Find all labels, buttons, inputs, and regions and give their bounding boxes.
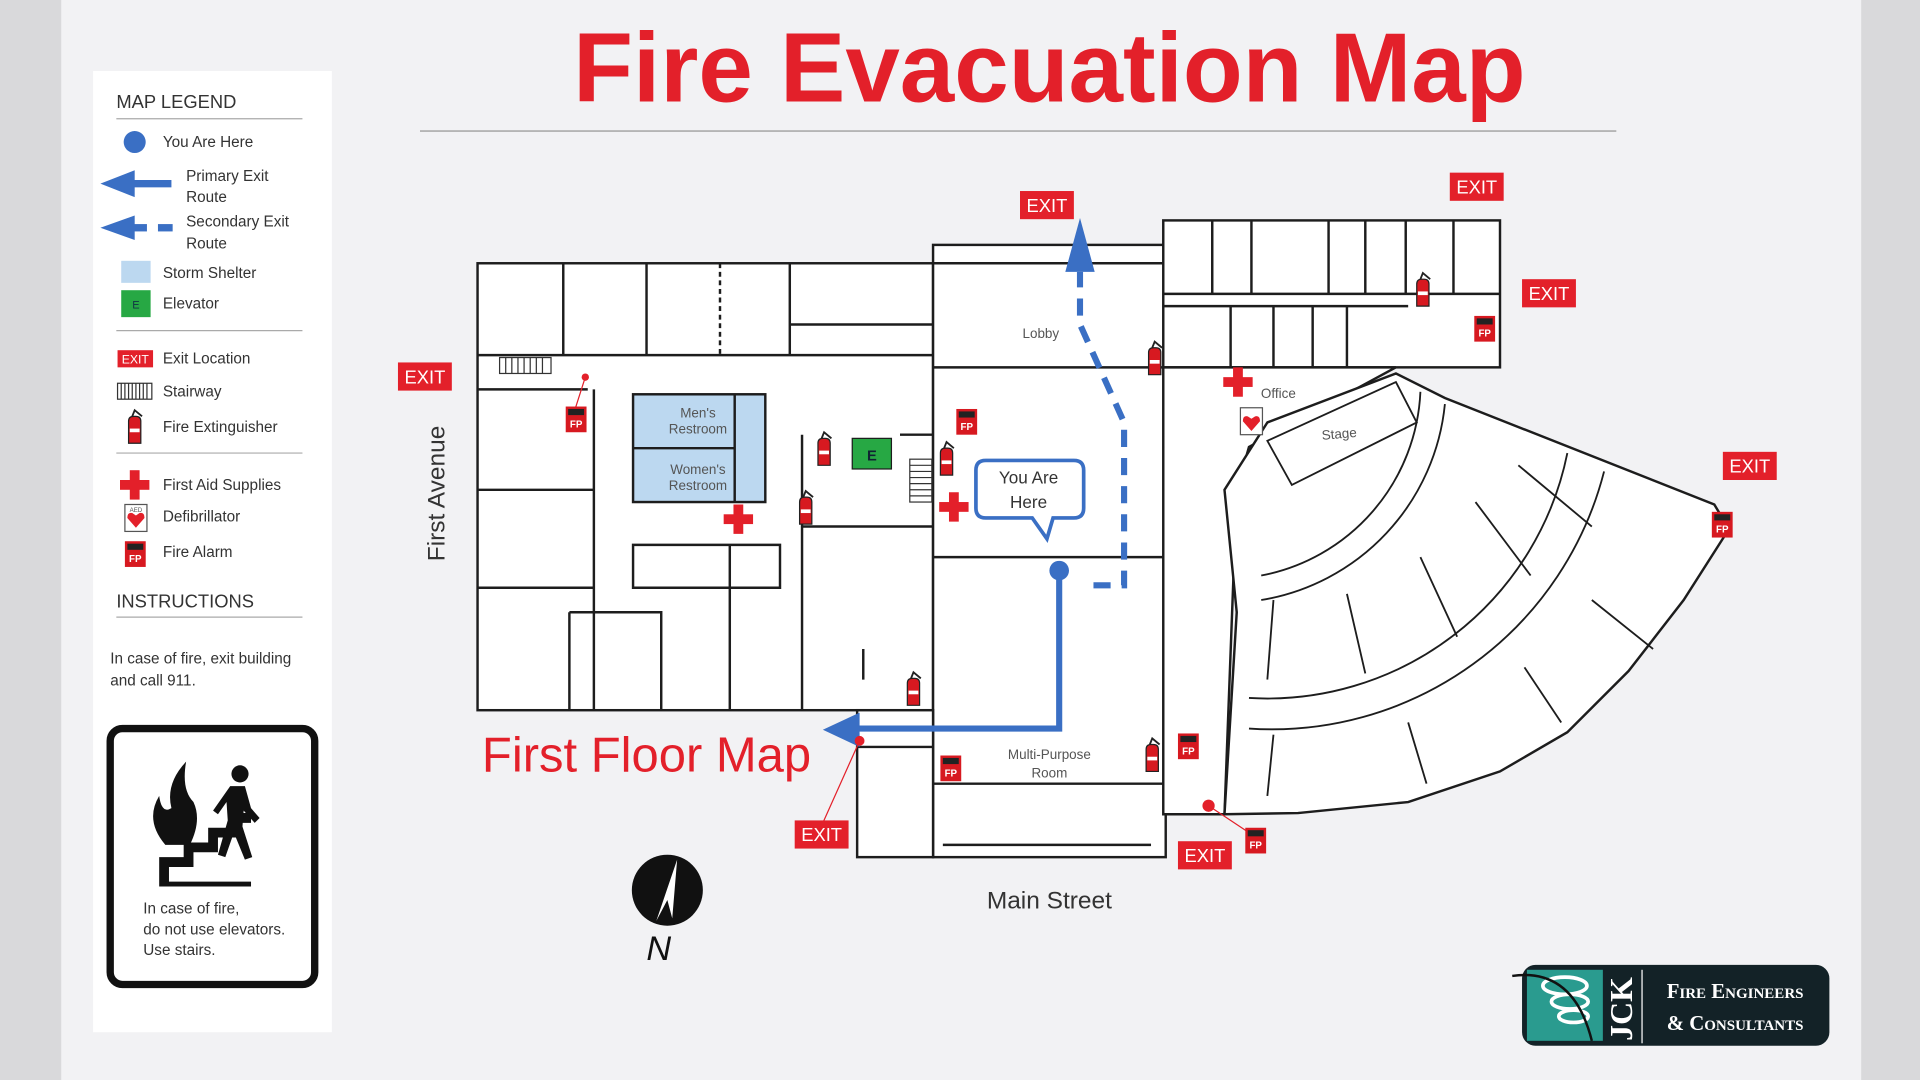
svg-text:Here: Here	[1010, 492, 1047, 512]
svg-text:Restroom: Restroom	[669, 478, 727, 493]
company-logo: JCK Fire Engineers & Consultants	[1512, 964, 1830, 1046]
you-are-here-callout: You Are Here	[974, 458, 1086, 543]
exit-badge-south: EXIT	[1177, 841, 1232, 870]
stairway-icon	[116, 382, 153, 400]
instructions-text: and call 911.	[110, 673, 196, 690]
legend-label: First Aid Supplies	[163, 477, 282, 494]
elevator: E	[851, 437, 893, 470]
exit-badge-southwest: EXIT	[794, 820, 849, 849]
svg-text:JCK: JCK	[1604, 977, 1639, 1041]
svg-text:EXIT: EXIT	[1729, 456, 1770, 477]
map-legend: MAP LEGEND You Are Here Primary Exit Rou…	[93, 71, 332, 1033]
primary-exit-route	[822, 570, 1063, 747]
secondary-exit-arrow-icon	[100, 215, 173, 240]
svg-text:EXIT: EXIT	[1456, 176, 1497, 197]
svg-text:N: N	[646, 930, 671, 968]
secondary-exit-route	[1065, 217, 1128, 589]
svg-text:EXIT: EXIT	[404, 366, 445, 387]
fire-alarm-icon	[1711, 511, 1733, 538]
legend-label: Primary Exit	[186, 168, 269, 185]
you-are-here-marker	[1049, 560, 1069, 581]
legend-heading: MAP LEGEND	[116, 91, 236, 112]
route-arrowhead-icon	[822, 712, 860, 747]
svg-text:EXIT: EXIT	[122, 353, 150, 367]
person-walking-icon	[213, 765, 260, 860]
legend-label: You Are Here	[163, 134, 253, 151]
fire-alarm-icon	[565, 406, 587, 433]
legend-label: Route	[186, 236, 227, 253]
fire-alarm-icon	[1177, 733, 1199, 760]
room-label-office: Office	[1261, 386, 1296, 401]
defibrillator-icon: AED	[124, 503, 148, 533]
primary-exit-arrow-icon	[100, 170, 172, 198]
north-compass-icon: N	[631, 854, 703, 968]
floor-plan: Men's Restroom Women's Restroom E Lobby …	[476, 219, 1731, 859]
fire-alarm-icon	[1474, 315, 1496, 342]
exit-badge-northeast: EXIT	[1449, 172, 1504, 201]
instructions-heading: INSTRUCTIONS	[116, 590, 254, 611]
svg-text:In case of fire,: In case of fire,	[143, 900, 239, 917]
svg-text:Use stairs.: Use stairs.	[143, 942, 215, 959]
legend-label: Route	[186, 189, 227, 206]
storm-shelter-swatch-icon	[121, 260, 151, 283]
legend-label: Elevator	[163, 296, 219, 313]
exit-badge-north: EXIT	[1020, 191, 1074, 220]
stairway-icon	[498, 356, 552, 375]
legend-label: Exit Location	[163, 351, 251, 368]
svg-text:EXIT: EXIT	[1184, 845, 1225, 866]
legend-label: Stairway	[163, 384, 222, 401]
floor-map-subtitle: First Floor Map	[482, 728, 811, 782]
svg-text:EXIT: EXIT	[1529, 283, 1570, 304]
legend-label: Fire Extinguisher	[163, 419, 278, 436]
fire-alarm-icon	[124, 541, 146, 567]
svg-text:EXIT: EXIT	[801, 824, 842, 845]
route-arrowhead-icon	[1065, 217, 1095, 272]
legend-label: Secondary Exit	[186, 214, 290, 231]
svg-text:EXIT: EXIT	[1027, 195, 1068, 216]
svg-text:E: E	[132, 300, 139, 312]
svg-text:Restroom: Restroom	[669, 421, 727, 436]
room-label-lobby: Lobby	[1022, 326, 1059, 341]
fire-alarm-icon	[1245, 827, 1267, 854]
svg-text:AED: AED	[130, 507, 143, 514]
street-label-first-avenue: First Avenue	[423, 426, 450, 562]
flame-icon	[153, 761, 197, 845]
fire-alarm-icon	[940, 755, 962, 782]
fire-alarm-icon	[956, 408, 978, 435]
svg-text:E: E	[867, 448, 877, 464]
stairway-icon	[909, 458, 933, 503]
you-are-here-dot-icon	[123, 131, 146, 154]
svg-text:Fire Engineers: Fire Engineers	[1667, 979, 1804, 1003]
right-frame-strip	[1861, 0, 1920, 1080]
left-frame-strip	[0, 0, 62, 1080]
elevator-icon: E	[121, 290, 151, 318]
room-label-multipurpose: Multi-Purpose	[1008, 747, 1091, 762]
legend-label: Defibrillator	[163, 509, 240, 526]
exit-badge-east: EXIT	[1722, 451, 1777, 480]
exit-badge-west: EXIT	[397, 362, 452, 391]
svg-text:do not use elevators.: do not use elevators.	[143, 921, 285, 938]
legend-label: Fire Alarm	[163, 544, 233, 561]
svg-text:Men's: Men's	[680, 406, 716, 421]
room-label-multipurpose: Room	[1031, 766, 1067, 781]
storm-shelter-restrooms: Men's Restroom Women's Restroom	[631, 393, 767, 504]
svg-text:& Consultants: & Consultants	[1667, 1011, 1804, 1035]
exit-badge-icon: EXIT	[117, 350, 154, 368]
no-elevator-sign: In case of fire, do not use elevators. U…	[106, 724, 319, 989]
page-title: Fire Evacuation Map	[573, 13, 1525, 123]
svg-text:You Are: You Are	[999, 468, 1058, 488]
room-label-stage: Stage	[1321, 425, 1357, 443]
exit-badge-east-upper: EXIT	[1522, 279, 1576, 308]
defibrillator-icon	[1239, 407, 1264, 436]
svg-text:Women's: Women's	[670, 462, 726, 477]
street-label-main-street: Main Street	[987, 888, 1112, 915]
instructions-text: In case of fire, exit building	[110, 651, 291, 668]
legend-label: Storm Shelter	[163, 265, 257, 282]
